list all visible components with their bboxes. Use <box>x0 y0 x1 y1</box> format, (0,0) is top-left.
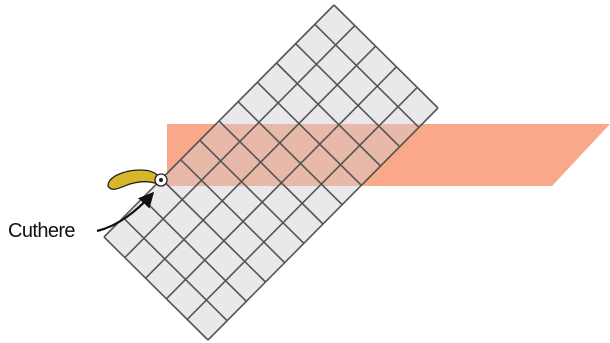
cutter-handle-icon <box>108 170 158 189</box>
callout-label: Cuthere <box>8 220 75 242</box>
pivot-dot-icon <box>159 178 163 182</box>
